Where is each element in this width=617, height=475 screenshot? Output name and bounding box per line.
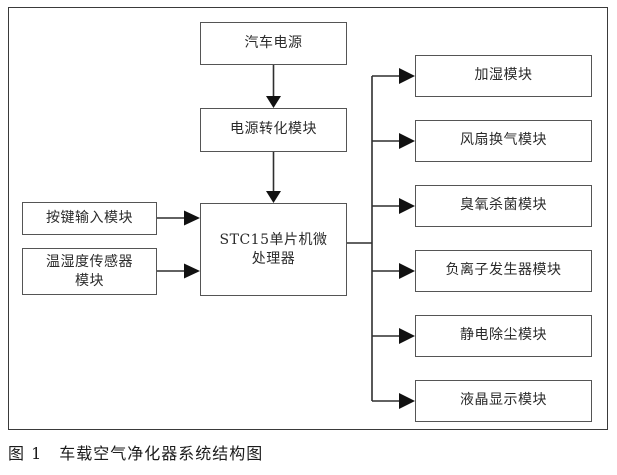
- figure-caption: 图 1 车载空气净化器系统结构图: [8, 444, 264, 463]
- block-lcd-display-module-label: 液晶显示模块: [460, 392, 547, 409]
- block-ozone-sterilization-module[interactable]: 臭氧杀菌模块: [415, 185, 592, 227]
- block-humidify-module-label: 加湿模块: [474, 67, 533, 84]
- block-humidify-module[interactable]: 加湿模块: [415, 55, 592, 97]
- block-car-power-label: 汽车电源: [244, 34, 303, 51]
- block-mcu-label-line2: 处理器: [251, 250, 296, 267]
- block-mcu-label-line1: STC15单片机微: [219, 232, 328, 249]
- block-car-power[interactable]: 汽车电源: [200, 22, 347, 65]
- block-fan-ventilation-module[interactable]: 风扇换气模块: [415, 120, 592, 162]
- block-temp-humidity-sensor-label-line1: 温湿度传感器: [46, 254, 133, 271]
- block-fan-ventilation-module-label: 风扇换气模块: [460, 132, 547, 149]
- block-key-input-label: 按键输入模块: [46, 209, 133, 226]
- block-power-conversion-label: 电源转化模块: [230, 121, 317, 138]
- block-electrostatic-dust-module[interactable]: 静电除尘模块: [415, 315, 592, 357]
- block-mcu[interactable]: STC15单片机微 处理器: [200, 203, 347, 296]
- block-temp-humidity-sensor[interactable]: 温湿度传感器 模块: [22, 248, 157, 295]
- block-anion-generator-module[interactable]: 负离子发生器模块: [415, 250, 592, 292]
- block-anion-generator-module-label: 负离子发生器模块: [445, 262, 562, 279]
- block-power-conversion[interactable]: 电源转化模块: [200, 108, 347, 152]
- block-lcd-display-module[interactable]: 液晶显示模块: [415, 380, 592, 422]
- block-ozone-sterilization-module-label: 臭氧杀菌模块: [460, 197, 547, 214]
- block-temp-humidity-sensor-label-line2: 模块: [75, 272, 104, 289]
- block-key-input[interactable]: 按键输入模块: [22, 202, 157, 235]
- block-electrostatic-dust-module-label: 静电除尘模块: [460, 327, 547, 344]
